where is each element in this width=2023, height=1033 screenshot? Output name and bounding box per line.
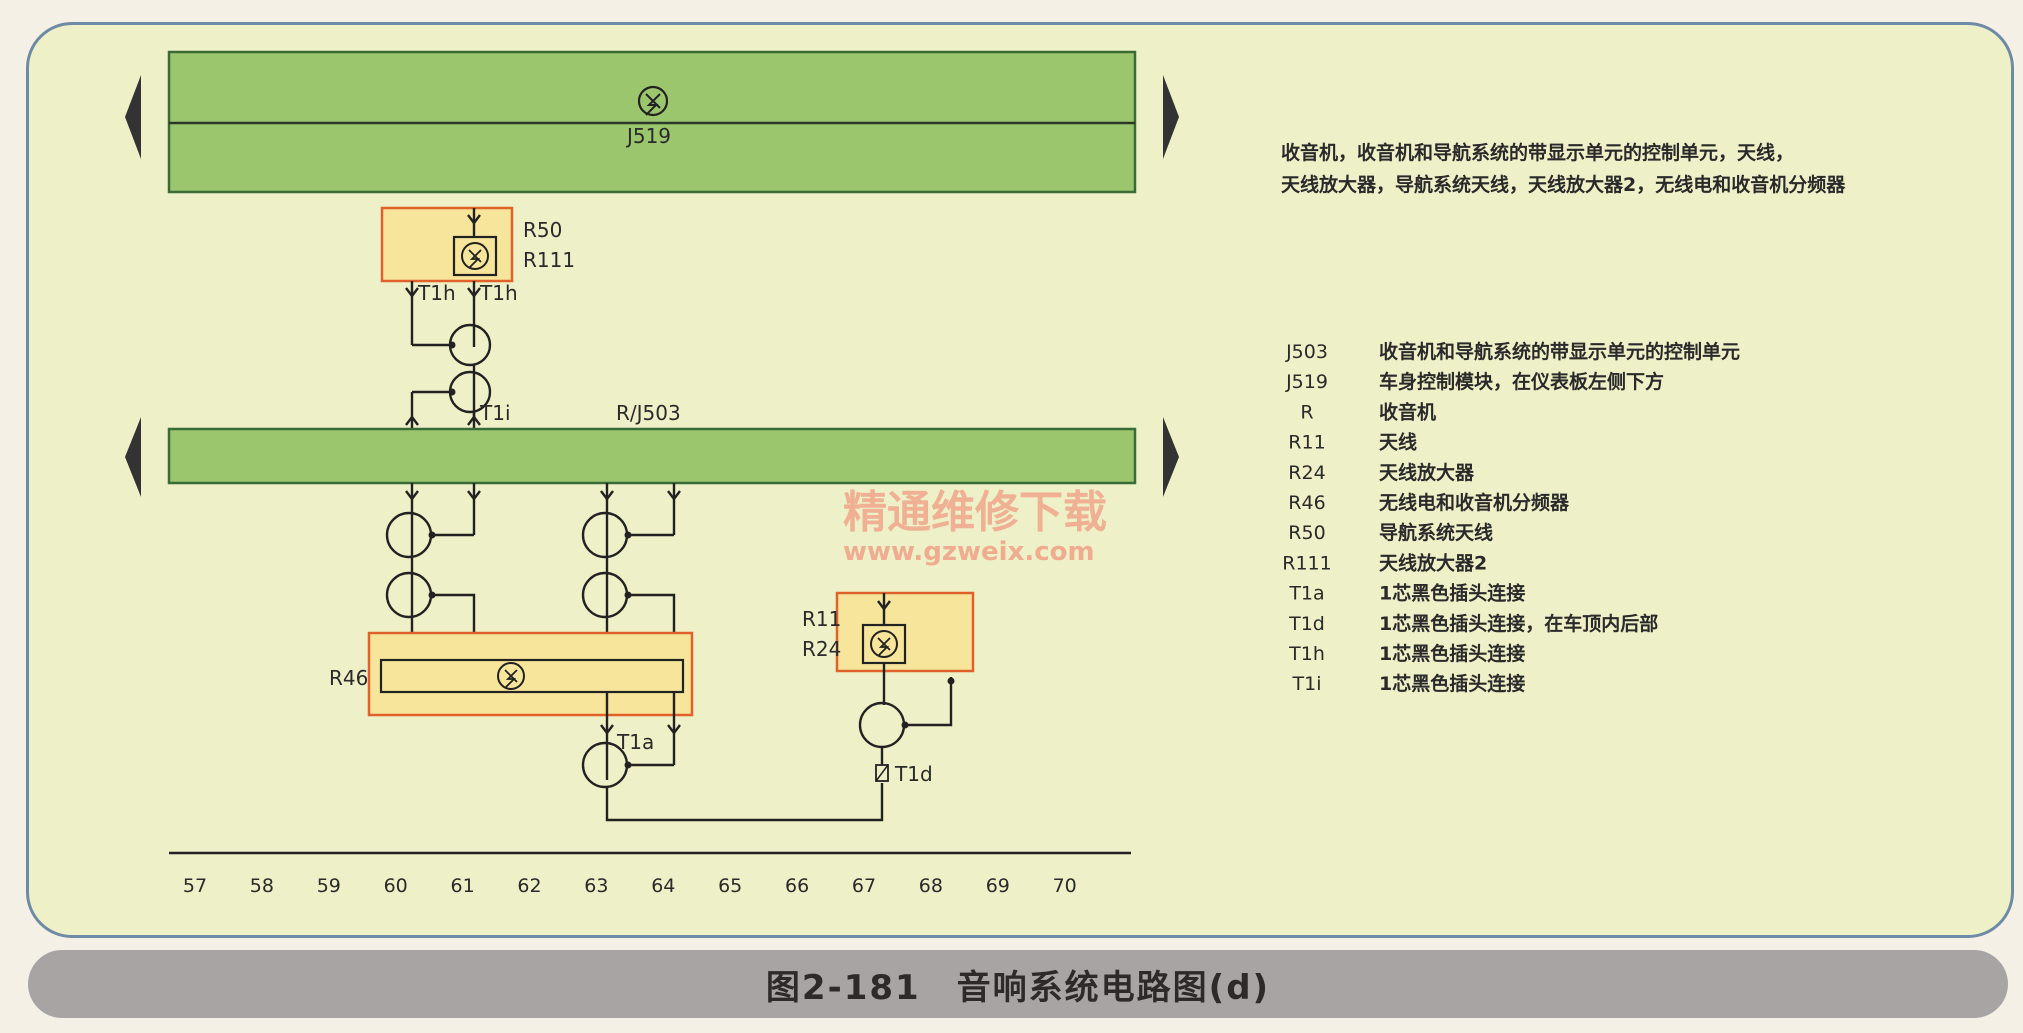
rj503-label: R/J503 — [616, 401, 681, 425]
legend-code: T1i — [1292, 673, 1322, 695]
r111-antenna-symbol — [461, 242, 489, 270]
watermark-url: www.gzweix.com — [843, 537, 1095, 567]
watermark-cn: 精通维修下载 — [843, 487, 1107, 538]
legend-code: T1h — [1288, 643, 1325, 665]
figure-caption: 图2-181 音响系统电路图(d) — [765, 967, 1271, 1008]
legend-text: 无线电和收音机分频器 — [1379, 491, 1570, 514]
caption-bar: 图2-181 音响系统电路图(d) — [28, 950, 2008, 1018]
grid-number: 67 — [852, 875, 876, 897]
legend-code: J519 — [1285, 371, 1328, 393]
description-line2: 天线放大器，导航系统天线，天线放大器2，无线电和收音机分频器 — [1281, 173, 1846, 196]
legend-code: R111 — [1282, 552, 1331, 574]
legend-code: R — [1300, 401, 1313, 423]
legend: J503 收音机和导航系统的带显示单元的控制单元 J519 车身控制模块，在仪表板左侧… — [1282, 340, 1740, 695]
r50-label: R50 — [523, 218, 562, 242]
diagram-panel: J519 R50 R111 T1h T1h T1i R/J503 — [26, 22, 2014, 938]
legend-text: 1芯黑色插头连接，在车顶内后部 — [1379, 612, 1658, 635]
t1a-label: T1a — [616, 730, 654, 754]
description-line1: 收音机，收音机和导航系统的带显示单元的控制单元，天线， — [1281, 141, 1794, 164]
r11-wiring — [858, 593, 955, 782]
legend-code: R50 — [1288, 522, 1325, 544]
legend-code: R24 — [1288, 462, 1325, 484]
r46-label: R46 — [329, 666, 368, 690]
grid-number: 63 — [584, 875, 608, 897]
grid-numbers: 57 58 59 60 61 62 63 64 65 66 67 68 69 70 — [183, 875, 1077, 897]
r46-component — [367, 631, 694, 717]
r24-label: R24 — [802, 637, 841, 661]
grid-number: 58 — [250, 875, 274, 897]
grid-number: 69 — [986, 875, 1010, 897]
legend-text: 收音机 — [1379, 400, 1436, 423]
legend-code: J503 — [1285, 341, 1328, 363]
grid-number: 60 — [384, 875, 408, 897]
j519-label: J519 — [625, 124, 671, 148]
j519-ground-symbol — [637, 85, 669, 117]
t1h-label-a: T1h — [417, 281, 456, 305]
legend-text: 天线放大器 — [1379, 461, 1475, 484]
grid-number: 62 — [517, 875, 541, 897]
legend-code: R11 — [1288, 432, 1325, 454]
t1a-wiring — [581, 692, 884, 822]
circuit-diagram: J519 R50 R111 T1h T1h T1i R/J503 — [125, 50, 1846, 897]
rj503-right-arrow — [1163, 417, 1179, 497]
t1i-label: T1i — [479, 401, 511, 425]
legend-text: 车身控制模块，在仪表板左侧下方 — [1379, 370, 1664, 393]
r50-component — [380, 206, 514, 283]
legend-text: 1芯黑色插头连接 — [1379, 672, 1525, 695]
r11-label: R11 — [802, 607, 841, 631]
grid-number: 61 — [451, 875, 475, 897]
grid-number: 64 — [651, 875, 675, 897]
grid-number: 59 — [317, 875, 341, 897]
rj503-left-arrow — [125, 417, 141, 497]
legend-text: 导航系统天线 — [1379, 521, 1493, 544]
legend-code: T1d — [1288, 613, 1325, 635]
legend-code: R46 — [1288, 492, 1325, 514]
r24-antenna-symbol — [870, 630, 898, 658]
legend-text: 1芯黑色插头连接 — [1379, 642, 1525, 665]
j519-right-arrow — [1163, 75, 1179, 159]
legend-text: 天线放大器2 — [1379, 551, 1487, 574]
t1d-label: T1d — [894, 762, 933, 786]
grid-number: 68 — [919, 875, 943, 897]
r46-filter-symbol — [497, 662, 525, 690]
grid-number: 57 — [183, 875, 207, 897]
r50-wiring — [405, 208, 492, 429]
legend-text: 天线 — [1379, 431, 1417, 454]
j519-left-arrow — [125, 75, 141, 159]
legend-code: T1a — [1288, 583, 1324, 605]
r46-box — [379, 658, 685, 694]
grid-number: 65 — [718, 875, 742, 897]
rj503-module — [167, 427, 1137, 485]
grid-number: 66 — [785, 875, 809, 897]
legend-text: 收音机和导航系统的带显示单元的控制单元 — [1379, 340, 1740, 363]
t1h-label-b: T1h — [479, 281, 518, 305]
r111-label: R111 — [523, 248, 575, 272]
grid-number: 70 — [1053, 875, 1077, 897]
legend-text: 1芯黑色插头连接 — [1379, 582, 1525, 605]
